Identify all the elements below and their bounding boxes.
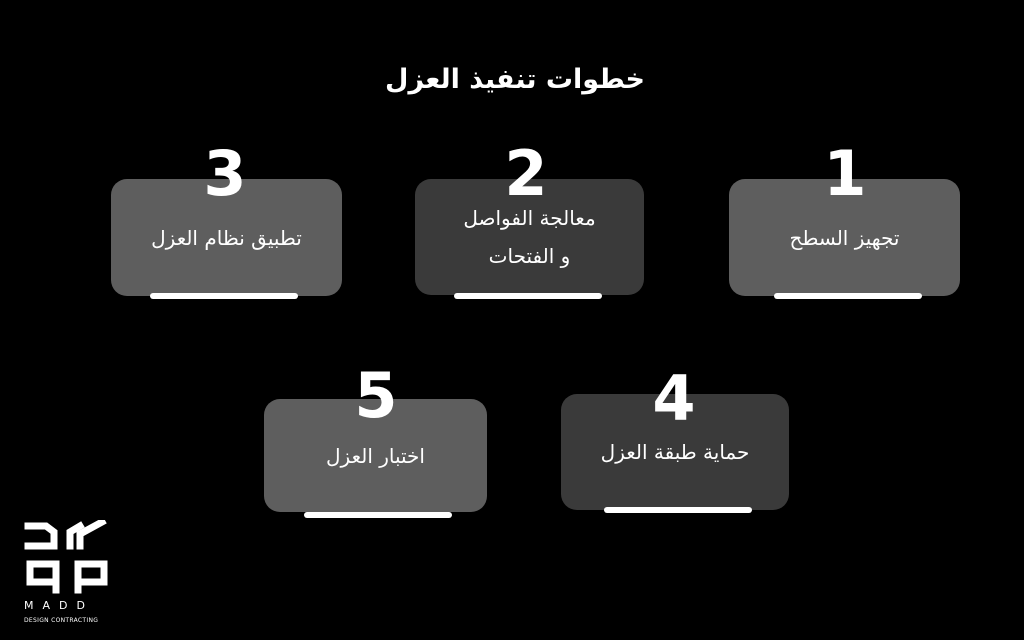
step-5-label: اختبار العزل: [326, 443, 425, 468]
step-4-label: حماية طبقة العزل: [600, 440, 750, 464]
logo-tagline: DESIGN CONTRACTING: [24, 617, 99, 624]
step-1-label: تجهيز السطح: [789, 225, 900, 250]
step-5-number: 5: [354, 359, 398, 432]
page-title: خطوات تنفيذ العزل: [385, 64, 645, 95]
step-3-underline: [150, 293, 298, 299]
step-2-label-line1: معالجة الفواصل: [463, 206, 596, 230]
step-2-card: معالجة الفواصل و الفتحات: [415, 179, 644, 295]
step-1-underline: [774, 293, 922, 299]
step-3-number: 3: [203, 137, 247, 210]
step-5-underline: [304, 512, 452, 518]
step-3-card: تطبيق نظام العزل: [111, 179, 342, 296]
step-4-underline: [604, 507, 752, 513]
madd-logo-icon: [24, 520, 108, 594]
step-4-number: 4: [652, 362, 696, 435]
step-4-card: حماية طبقة العزل: [561, 394, 789, 510]
step-3-label: تطبيق نظام العزل: [151, 225, 302, 250]
step-1-card: تجهيز السطح: [729, 179, 960, 296]
step-2-number: 2: [504, 137, 548, 210]
logo-name: MADD: [24, 599, 94, 612]
step-2-underline: [454, 293, 602, 299]
step-2-label-line2: و الفتحات: [488, 244, 571, 268]
step-5-card: اختبار العزل: [264, 399, 487, 512]
step-1-number: 1: [823, 137, 867, 210]
